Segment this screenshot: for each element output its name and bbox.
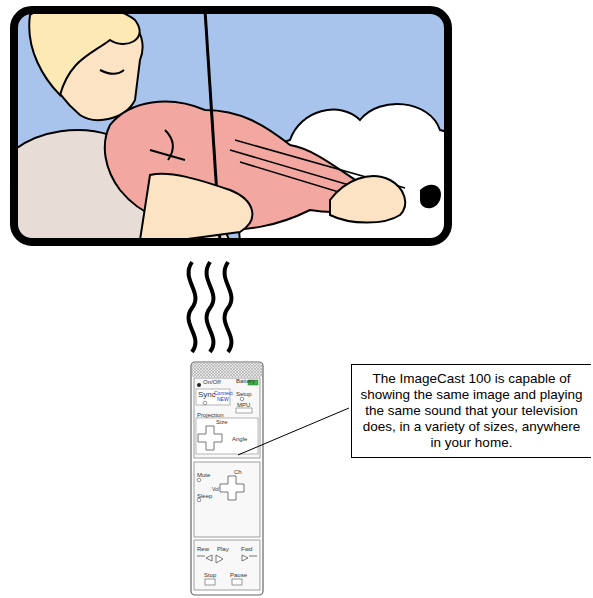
projection-label: Projection — [197, 412, 224, 419]
callout-box: The ImageCast 100 is capable of showing … — [351, 364, 591, 458]
status-label: NEW — [217, 396, 229, 402]
signal-waves — [189, 262, 232, 352]
angle-label: Angle — [232, 436, 247, 443]
channel-label: Ch — [234, 469, 242, 476]
mpu-label: MPU — [237, 402, 250, 409]
connect-label: Connect — [214, 390, 233, 396]
leader-line — [238, 408, 349, 455]
rewind-label: Rew — [197, 546, 209, 553]
power-label: On/Off — [203, 379, 221, 386]
sync-label: Sync — [198, 390, 216, 399]
remote-device — [191, 362, 263, 595]
forward-label: Fwd — [241, 546, 252, 553]
size-label: Size — [216, 419, 228, 426]
mute-label: Mute — [197, 472, 210, 479]
battery-label: Battery — [236, 378, 255, 385]
callout-text: The ImageCast 100 is capable of showing … — [358, 371, 585, 451]
play-label: Play — [217, 546, 229, 553]
setup-label: Setup — [236, 391, 252, 398]
pause-label: Pause — [230, 572, 247, 579]
volume-label: Vol — [212, 486, 219, 492]
sleep-label: Sleep — [197, 493, 212, 500]
violinist-picture — [14, 10, 448, 242]
stop-label: Stop — [204, 572, 216, 579]
